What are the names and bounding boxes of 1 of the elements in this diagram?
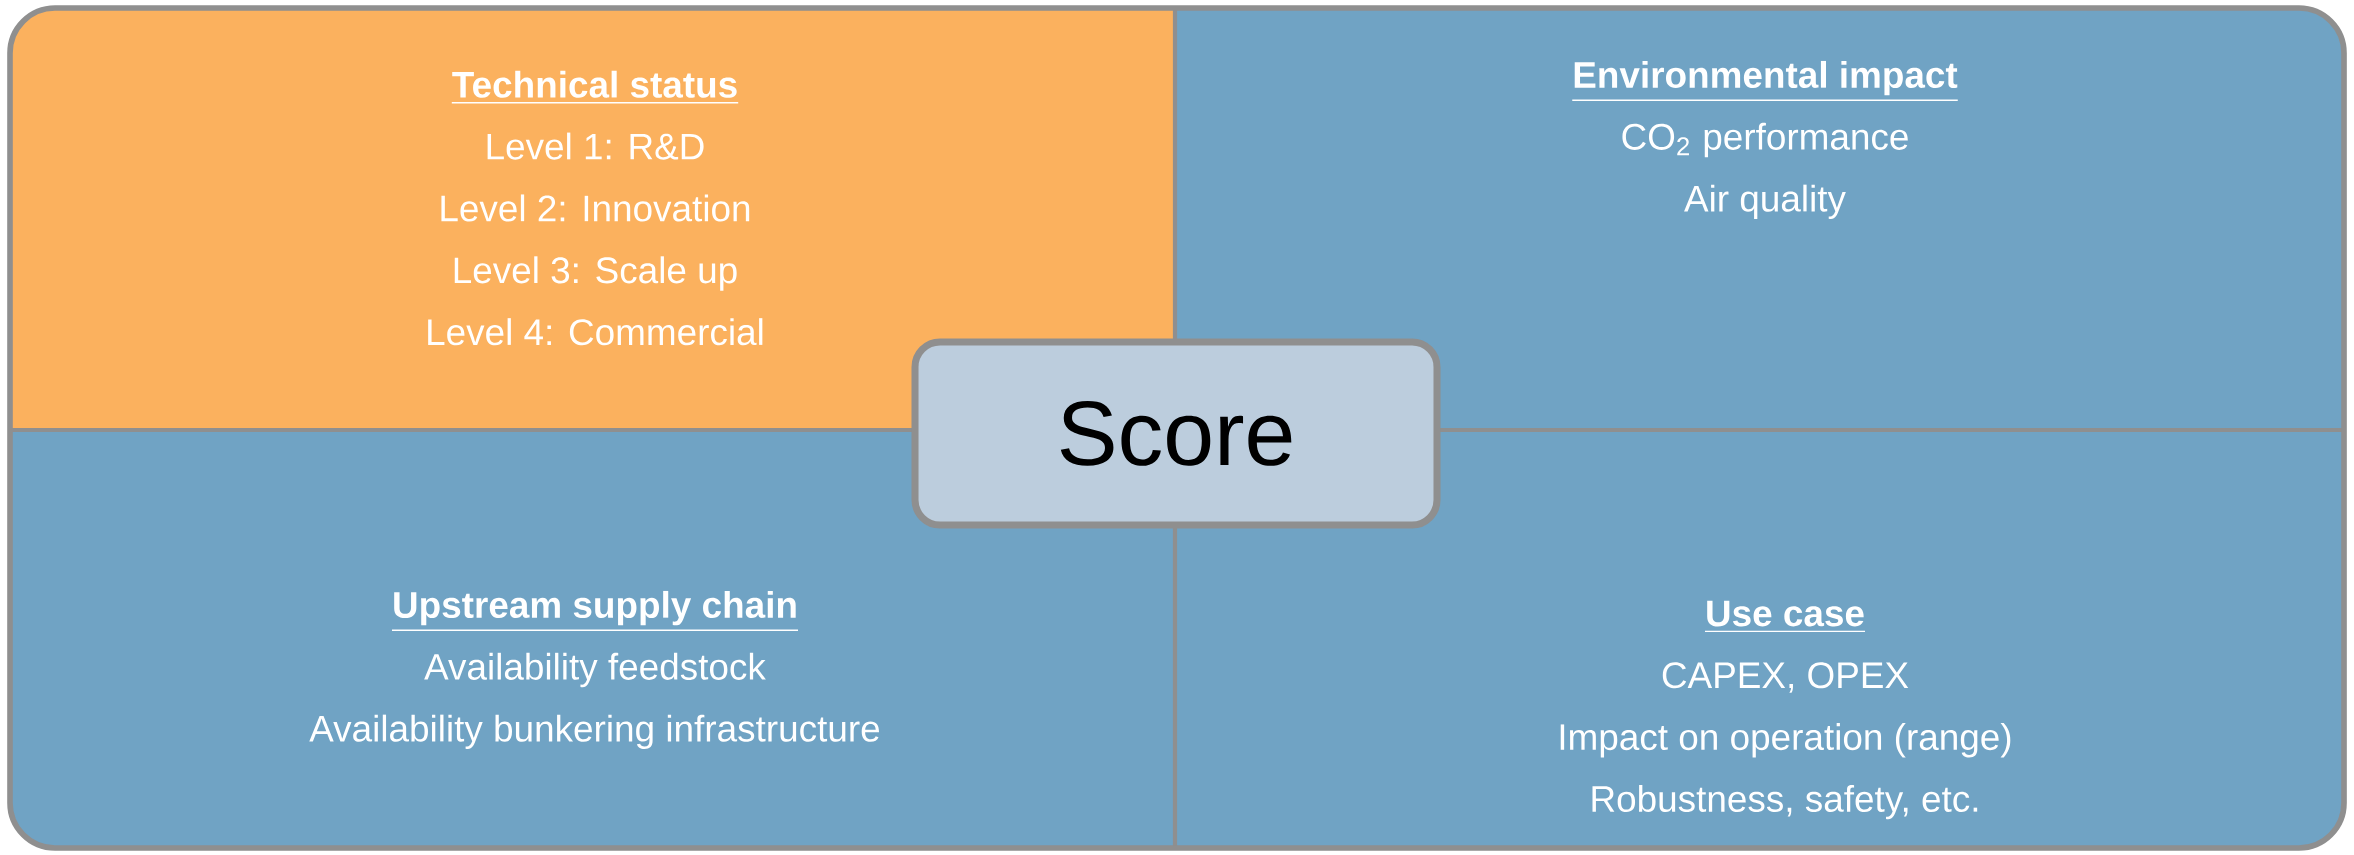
score-box: Score [911, 338, 1441, 529]
